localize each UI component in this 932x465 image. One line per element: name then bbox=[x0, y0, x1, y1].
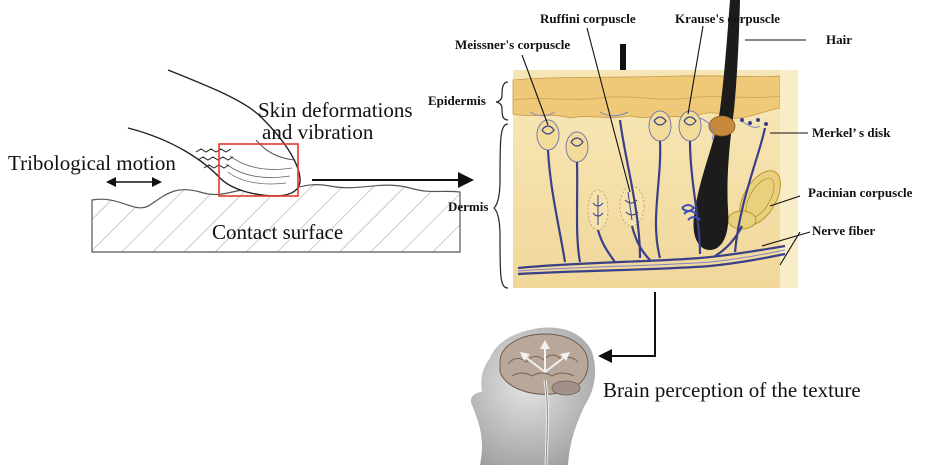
skin-deformation-label-line2: and vibration bbox=[262, 122, 373, 143]
brain-perception-label: Brain perception of the texture bbox=[603, 380, 861, 401]
human-head-with-brain bbox=[471, 327, 595, 465]
ruffini-corpuscle-label: Ruffini corpuscle bbox=[540, 12, 636, 25]
arrow-to-brain bbox=[598, 292, 655, 363]
krause-corpuscle-label: Krause's corpuscle bbox=[675, 12, 780, 25]
skin-deformation-label-line1: Skin deformations bbox=[258, 100, 413, 121]
pacinian-corpuscle-label: Pacinian corpuscle bbox=[808, 186, 912, 199]
contact-surface-label: Contact surface bbox=[212, 222, 343, 243]
merkel-disk-label: Merkel’ s disk bbox=[812, 126, 890, 139]
layer-braces bbox=[494, 82, 508, 288]
tribological-motion-label: Tribological motion bbox=[8, 153, 176, 174]
hair-label: Hair bbox=[826, 33, 852, 46]
dermis-label: Dermis bbox=[448, 200, 488, 213]
epidermis-label: Epidermis bbox=[428, 94, 486, 107]
meissner-corpuscle-label: Meissner's corpuscle bbox=[455, 38, 570, 51]
motion-double-arrow bbox=[106, 177, 162, 187]
nerve-fiber-label: Nerve fiber bbox=[812, 224, 875, 237]
